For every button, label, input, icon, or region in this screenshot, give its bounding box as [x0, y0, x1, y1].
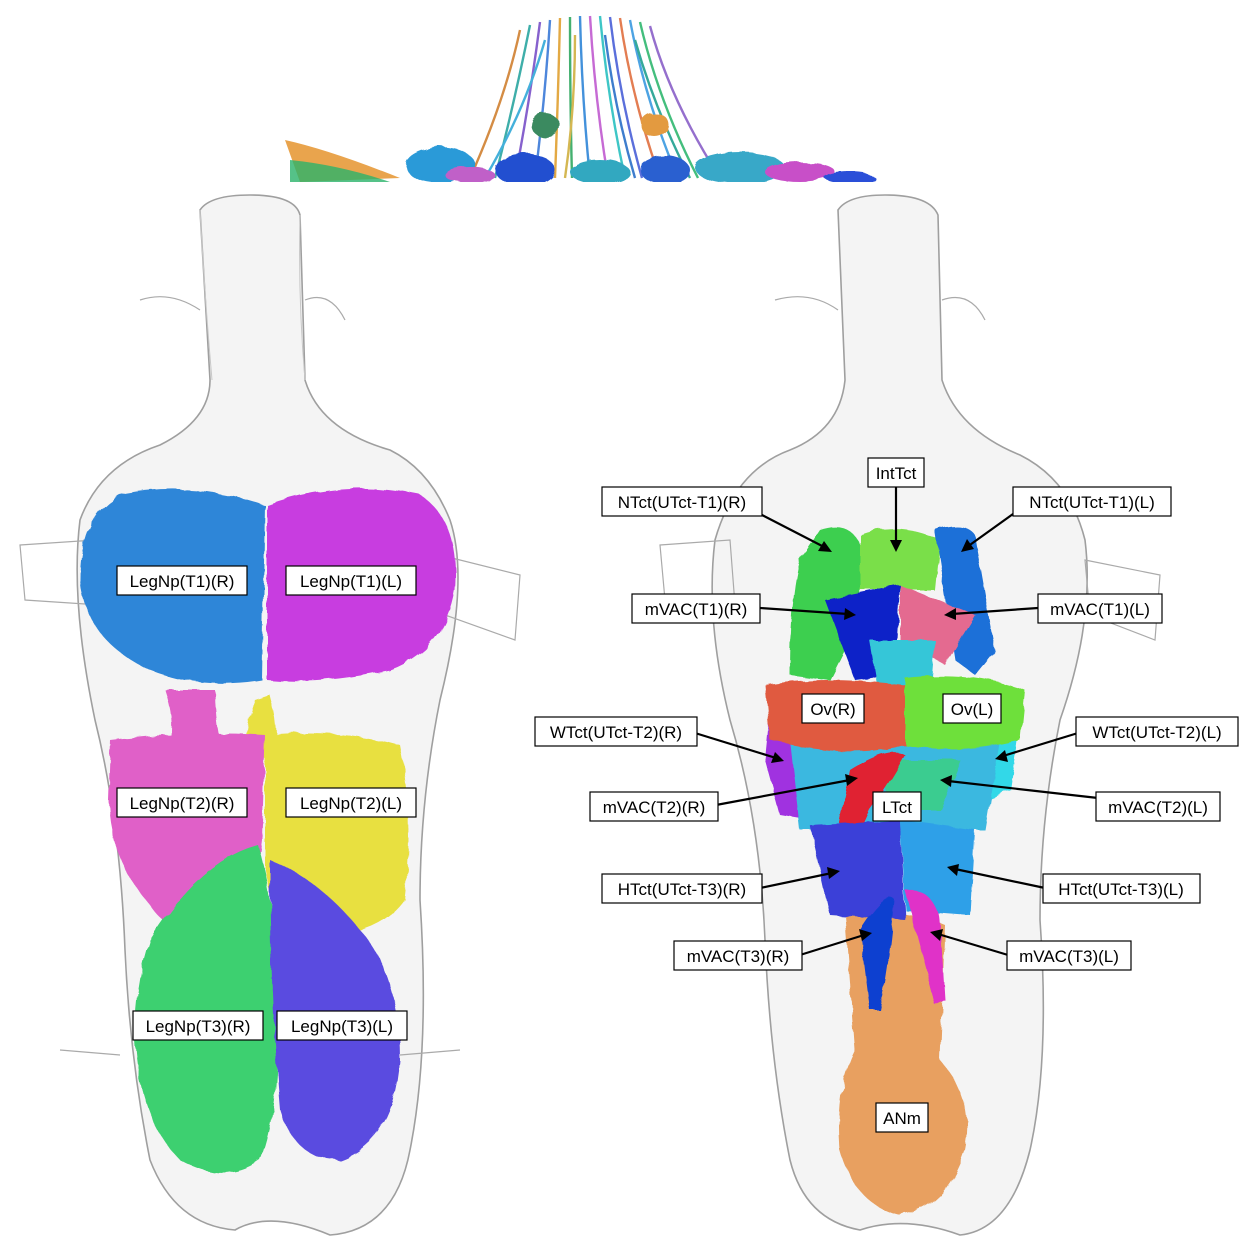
label-mvac-t3-r: mVAC(T3)(R) [673, 940, 803, 971]
left-leg-neuropils [80, 488, 456, 1173]
nerve-fibers-render [280, 15, 880, 186]
svg-text:LegNp(T3)(L): LegNp(T3)(L) [291, 1017, 393, 1036]
label-ntct-r: NTct(UTct-T1)(R) [601, 486, 763, 517]
right-labels: IntTct NTct(UTct-T1)(R) NTct(UTct-T1)(L)… [534, 457, 1239, 1133]
svg-text:LegNp(T1)(R): LegNp(T1)(R) [130, 572, 235, 591]
svg-text:Ov(L): Ov(L) [951, 700, 994, 719]
label-anm: ANm [875, 1102, 929, 1133]
arrow-ntct-l [961, 513, 1014, 552]
arrow-mvac-t2-l [940, 775, 1099, 800]
svg-text:LTct: LTct [882, 798, 912, 817]
label-legnp-t2-l: LegNp(T2)(L) [285, 787, 417, 818]
ntct-l-shape [935, 526, 995, 675]
htct-r-shape [810, 820, 905, 920]
left-labels: LegNp(T1)(R) LegNp(T1)(L) LegNp(T2)(R) L… [116, 565, 417, 1041]
arrow-wtct-l [995, 731, 1079, 762]
label-htct-l: HTct(UTct-T3)(L) [1042, 873, 1201, 904]
svg-text:ANm: ANm [883, 1109, 921, 1128]
svg-text:LegNp(T2)(R): LegNp(T2)(R) [130, 794, 235, 813]
arrow-htct-r [759, 867, 840, 890]
inttct-shape [860, 528, 940, 590]
mvac-t3-l-shape [905, 889, 945, 1005]
svg-text:NTct(UTct-T1)(R): NTct(UTct-T1)(R) [618, 493, 746, 512]
label-htct-r: HTct(UTct-T3)(R) [601, 873, 763, 904]
arrow-mvac-t1-r [759, 606, 856, 620]
legnp-t3-l-shape [270, 860, 400, 1160]
label-legnp-t3-r: LegNp(T3)(R) [132, 1010, 264, 1041]
arrow-htct-l [947, 864, 1046, 890]
svg-text:IntTct: IntTct [876, 464, 917, 483]
label-mvac-t1-l: mVAC(T1)(L) [1037, 593, 1163, 624]
arrow-mvac-t1-l [944, 606, 1039, 620]
svg-text:LegNp(T2)(L): LegNp(T2)(L) [300, 794, 402, 813]
label-mvac-t2-l: mVAC(T2)(L) [1095, 791, 1221, 822]
label-inttct: IntTct [867, 457, 925, 488]
right-tectulum-neuropils [765, 526, 1025, 1215]
label-ov-l: Ov(L) [942, 693, 1002, 724]
label-legnp-t2-r: LegNp(T2)(R) [116, 787, 248, 818]
arrow-inttct [890, 486, 902, 552]
label-legnp-t3-l: LegNp(T3)(L) [276, 1010, 408, 1041]
arrow-mvac-t3-l [930, 929, 1009, 957]
svg-text:Ov(R): Ov(R) [810, 700, 855, 719]
label-legnp-t1-r: LegNp(T1)(R) [116, 565, 248, 596]
label-wtct-r: WTct(UTct-T2)(R) [534, 716, 698, 747]
svg-text:WTct(UTct-T2)(L): WTct(UTct-T2)(L) [1092, 723, 1221, 742]
svg-text:LegNp(T1)(L): LegNp(T1)(L) [300, 572, 402, 591]
arrow-ntct-r [759, 513, 832, 552]
svg-text:mVAC(T3)(L): mVAC(T3)(L) [1019, 947, 1119, 966]
label-ov-r: Ov(R) [801, 693, 865, 724]
svg-text:mVAC(T3)(R): mVAC(T3)(R) [687, 947, 790, 966]
label-mvac-t3-l: mVAC(T3)(L) [1006, 940, 1132, 971]
label-legnp-t1-l: LegNp(T1)(L) [285, 565, 417, 596]
label-ntct-l: NTct(UTct-T1)(L) [1012, 486, 1172, 517]
arrow-mvac-t2-r [715, 774, 858, 807]
svg-text:mVAC(T2)(R): mVAC(T2)(R) [603, 798, 706, 817]
label-mvac-t1-r: mVAC(T1)(R) [631, 593, 761, 624]
mvac-t3-r-shape [860, 898, 895, 1010]
label-wtct-l: WTct(UTct-T2)(L) [1075, 716, 1239, 747]
svg-text:LegNp(T3)(R): LegNp(T3)(R) [146, 1017, 251, 1036]
svg-text:WTct(UTct-T2)(R): WTct(UTct-T2)(R) [550, 723, 682, 742]
arrow-mvac-t3-r [799, 929, 872, 957]
label-ltct: LTct [872, 791, 922, 822]
svg-text:HTct(UTct-T3)(R): HTct(UTct-T3)(R) [618, 880, 746, 899]
legnp-t3-r-shape [135, 845, 279, 1173]
svg-text:HTct(UTct-T3)(L): HTct(UTct-T3)(L) [1058, 880, 1184, 899]
svg-text:mVAC(T1)(R): mVAC(T1)(R) [645, 600, 748, 619]
label-mvac-t2-r: mVAC(T2)(R) [589, 791, 719, 822]
svg-text:mVAC(T1)(L): mVAC(T1)(L) [1050, 600, 1150, 619]
svg-text:NTct(UTct-T1)(L): NTct(UTct-T1)(L) [1029, 493, 1155, 512]
svg-text:mVAC(T2)(L): mVAC(T2)(L) [1108, 798, 1208, 817]
arrow-wtct-r [694, 731, 784, 763]
annotation-arrows [694, 486, 1099, 957]
